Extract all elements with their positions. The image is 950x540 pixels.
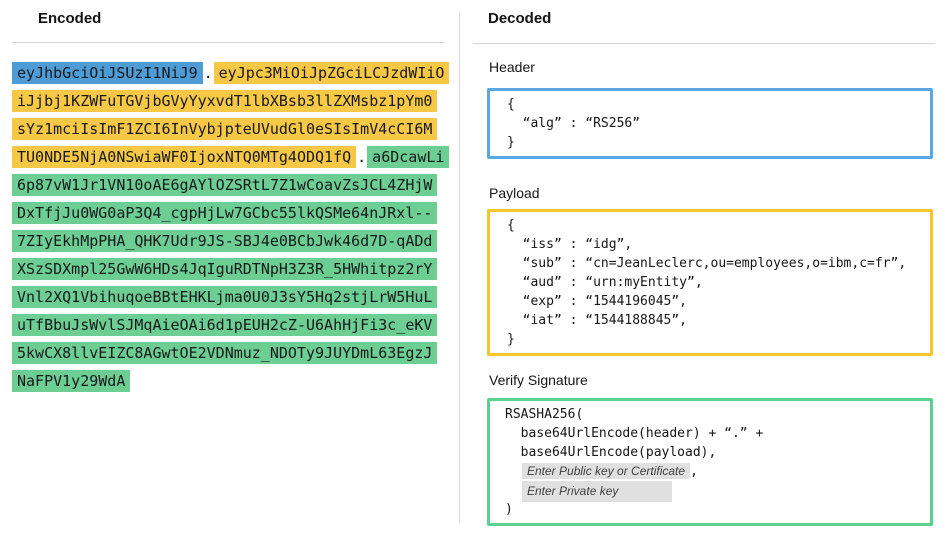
header-section-label: Header (489, 59, 535, 75)
decoded-panel-heading: Decoded (488, 10, 552, 27)
jwt-signature-segment: 7ZIyEkhMpPHA_QHK7Udr9JS-SBJ4e0BCbJwk46d7… (12, 230, 438, 252)
jwt-dot-separator: . (357, 148, 367, 166)
jwt-signature-segment: DxTfjJu0WG0aP3Q4_cgpHjLw7GCbc55lkQSMe64n… (12, 202, 438, 224)
decoded-header-json: { “alg” : “RS256” } (507, 97, 641, 150)
verify-signature-box[interactable]: RSASHA256( base64UrlEncode(header) + “.”… (487, 398, 933, 526)
jwt-signature-segment: 5kwCX8llvEIZC8AGwtOE2VDNmuz_NDOTy9JUYDmL… (12, 342, 438, 364)
jwt-signature-segment: NaFPV1y29WdA (12, 370, 131, 392)
encoded-token-row: 5kwCX8llvEIZC8AGwtOE2VDNmuz_NDOTy9JUYDmL… (12, 342, 449, 364)
jwt-signature-segment: a6DcawLi (367, 146, 450, 168)
jwt-dot-separator: . (203, 64, 213, 82)
jwt-header-segment: eyJhbGciOiJSUzI1NiJ9 (12, 62, 203, 84)
encoded-token-row: sYz1mciIsImF1ZCI6InVybjpteUVudGl0eSIsImV… (12, 118, 449, 140)
encoded-token-row: Vnl2XQ1VbihuqoeBBtEHKLjma0U0J3sY5Hq2stjL… (12, 286, 449, 308)
jwt-payload-segment: TU0NDE5NjA0NSwiaWF0IjoxNTQ0MTg4ODQ1fQ (12, 146, 357, 168)
comma-after-public-key: , (690, 464, 698, 479)
private-key-input-placeholder[interactable]: Enter Private key (522, 481, 672, 502)
encoded-token-row: 6p87vW1Jr1VN10oAE6gAYlOZSRtL7Z1wCoavZsJC… (12, 174, 449, 196)
encoded-token-row: iJjbj1KZWFuTGVjbGVyYyxvdT1lbXBsb3llZXMsb… (12, 90, 449, 112)
payload-section-label: Payload (489, 185, 540, 201)
jwt-signature-segment: uTfBbuJsWvlSJMqAieOAi6d1pEUH2cZ-U6AhHjFi… (12, 314, 438, 336)
verify-signature-code: RSASHA256( base64UrlEncode(header) + “.”… (505, 407, 764, 460)
encoded-token-row: XSzSDXmpl25GwW6HDs4JqIguRDTNpH3Z3R_5HWhi… (12, 258, 449, 280)
encoded-token-row: DxTfjJu0WG0aP3Q4_cgpHjLw7GCbc55lkQSMe64n… (12, 202, 449, 224)
jwt-payload-segment: eyJpc3MiOiJpZGciLCJzdWIiO (213, 62, 450, 84)
verify-closing-paren: ) (505, 502, 513, 517)
verify-signature-section-label: Verify Signature (489, 372, 588, 388)
encoded-token-row: uTfBbuJsWvlSJMqAieOAi6d1pEUH2cZ-U6AhHjFi… (12, 314, 449, 336)
encoded-token-input[interactable]: eyJhbGciOiJSUzI1NiJ9.eyJpc3MiOiJpZGciLCJ… (12, 62, 450, 398)
jwt-signature-segment: XSzSDXmpl25GwW6HDs4JqIguRDTNpH3Z3R_5HWhi… (12, 258, 438, 280)
encoded-token-row: 7ZIyEkhMpPHA_QHK7Udr9JS-SBJ4e0BCbJwk46d7… (12, 230, 449, 252)
public-key-input-placeholder[interactable]: Enter Public key or Certificate (522, 463, 691, 479)
decoded-heading-rule (473, 43, 935, 44)
decoded-payload-json: { “iss” : “idg”, “sub” : “cn=JeanLeclerc… (507, 218, 907, 347)
encoded-token-row: eyJhbGciOiJSUzI1NiJ9.eyJpc3MiOiJpZGciLCJ… (12, 62, 450, 84)
jwt-payload-segment: iJjbj1KZWFuTGVjbGVyYyxvdT1lbXBsb3llZXMsb… (12, 90, 438, 112)
encoded-token-row: NaFPV1y29WdA (12, 370, 449, 392)
verify-placeholder-line: Enter Public key or Certificate, (490, 462, 930, 481)
jwt-signature-segment: 6p87vW1Jr1VN10oAE6gAYlOZSRtL7Z1wCoavZsJC… (12, 174, 438, 196)
encoded-token-row: TU0NDE5NjA0NSwiaWF0IjoxNTQ0MTg4ODQ1fQ.a6… (12, 146, 450, 168)
verify-placeholder-line: Enter Private key (490, 481, 930, 502)
decoded-payload-box[interactable]: { “iss” : “idg”, “sub” : “cn=JeanLeclerc… (487, 209, 933, 356)
panel-divider (459, 12, 460, 523)
decoded-header-box[interactable]: { “alg” : “RS256” } (487, 88, 933, 159)
encoded-panel-heading: Encoded (38, 10, 102, 27)
encoded-heading-rule (12, 42, 445, 43)
jwt-payload-segment: sYz1mciIsImF1ZCI6InVybjpteUVudGl0eSIsImV… (12, 118, 438, 140)
jwt-signature-segment: Vnl2XQ1VbihuqoeBBtEHKLjma0U0J3sY5Hq2stjL… (12, 286, 438, 308)
